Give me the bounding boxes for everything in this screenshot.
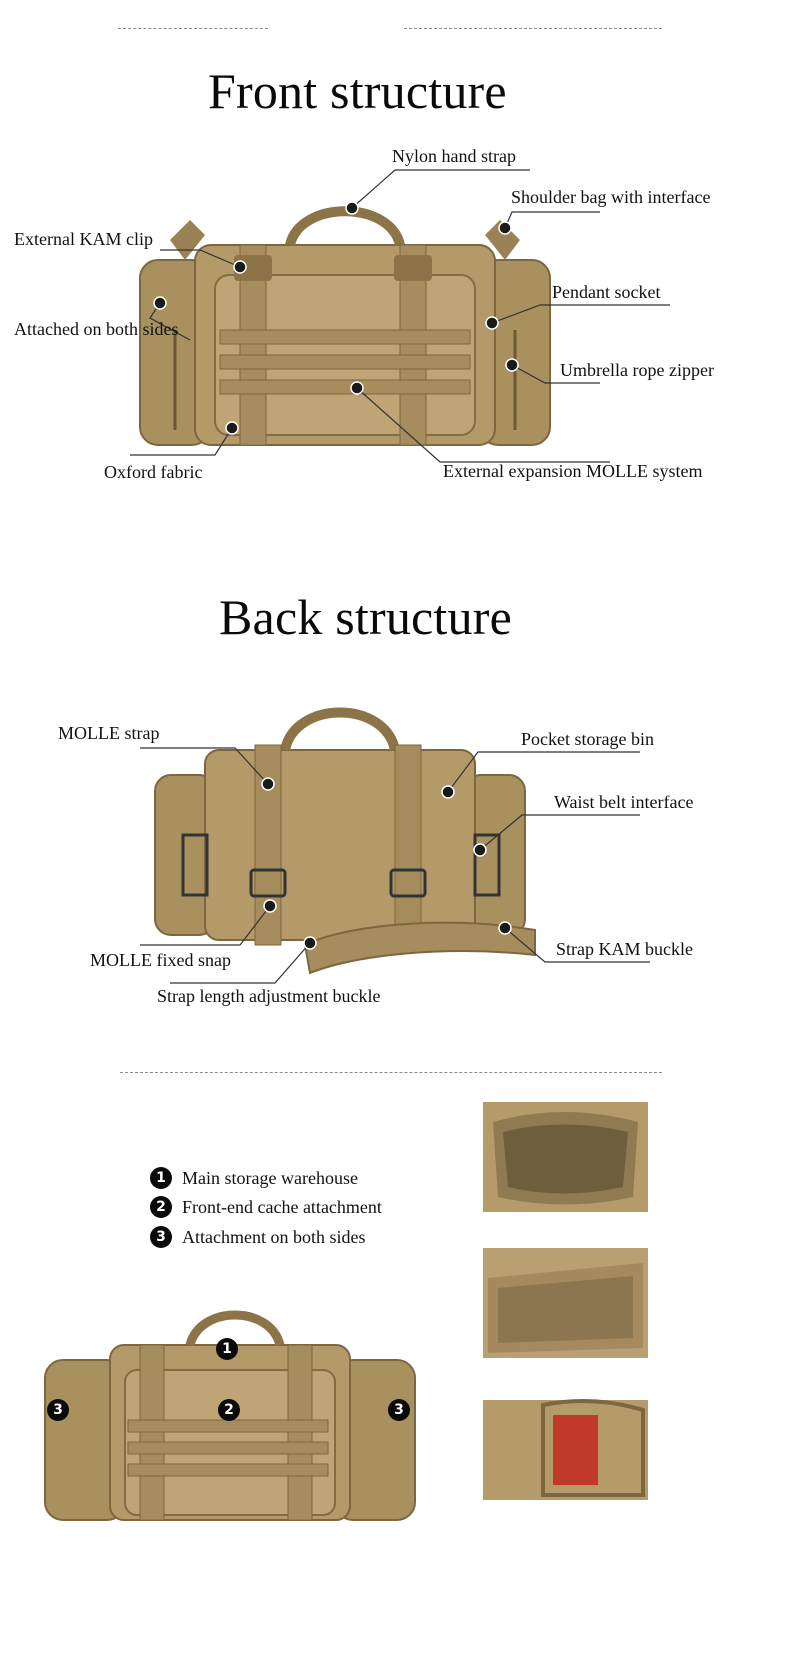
marker-side-left: 3 (47, 1399, 69, 1421)
label-molle-system: External expansion MOLLE system (443, 461, 703, 481)
back-bag-illustration (154, 707, 536, 975)
compartment-label: Attachment on both sides (182, 1226, 366, 1247)
marker-main-storage: 1 (216, 1338, 238, 1360)
label-strap-length-buckle: Strap length adjustment buckle (157, 986, 381, 1006)
label-attached-both-sides: Attached on both sides (14, 319, 179, 339)
label-molle-fixed-snap: MOLLE fixed snap (90, 950, 231, 970)
label-strap-kam-buckle: Strap KAM buckle (556, 939, 693, 959)
bottom-bag-illustration (44, 1310, 416, 1521)
photo-side-pocket (483, 1395, 648, 1505)
compartment-label: Front-end cache attachment (182, 1196, 382, 1217)
top-divider-left (118, 28, 268, 29)
label-shoulder-bag-interface: Shoulder bag with interface (511, 187, 711, 207)
back-structure-title: Back structure (219, 589, 512, 645)
front-callout-lines (130, 169, 670, 463)
label-nylon-hand-strap: Nylon hand strap (392, 146, 516, 166)
compartment-item-3: 3 Attachment on both sides (150, 1226, 365, 1248)
label-waist-belt-interface: Waist belt interface (554, 792, 694, 812)
number-badge: 2 (150, 1196, 172, 1218)
photo-main-compartment (483, 1102, 648, 1212)
label-umbrella-rope-zipper: Umbrella rope zipper (560, 360, 714, 380)
compartment-label: Main storage warehouse (182, 1167, 358, 1188)
marker-side-right: 3 (388, 1399, 410, 1421)
lower-divider (120, 1072, 662, 1073)
compartment-item-2: 2 Front-end cache attachment (150, 1196, 382, 1218)
number-badge: 3 (150, 1226, 172, 1248)
front-structure-title: Front structure (208, 63, 507, 119)
marker-front-cache: 2 (218, 1399, 240, 1421)
label-oxford-fabric: Oxford fabric (104, 462, 203, 482)
top-divider-right (404, 28, 662, 29)
label-pendant-socket: Pendant socket (552, 282, 661, 302)
photo-front-pocket (483, 1248, 648, 1358)
back-callout-lines (140, 747, 650, 984)
compartment-item-1: 1 Main storage warehouse (150, 1167, 358, 1189)
label-pocket-storage-bin: Pocket storage bin (521, 729, 654, 749)
label-external-kam-clip: External KAM clip (14, 229, 153, 249)
label-molle-strap: MOLLE strap (58, 723, 160, 743)
front-bag-illustration (139, 206, 551, 446)
number-badge: 1 (150, 1167, 172, 1189)
